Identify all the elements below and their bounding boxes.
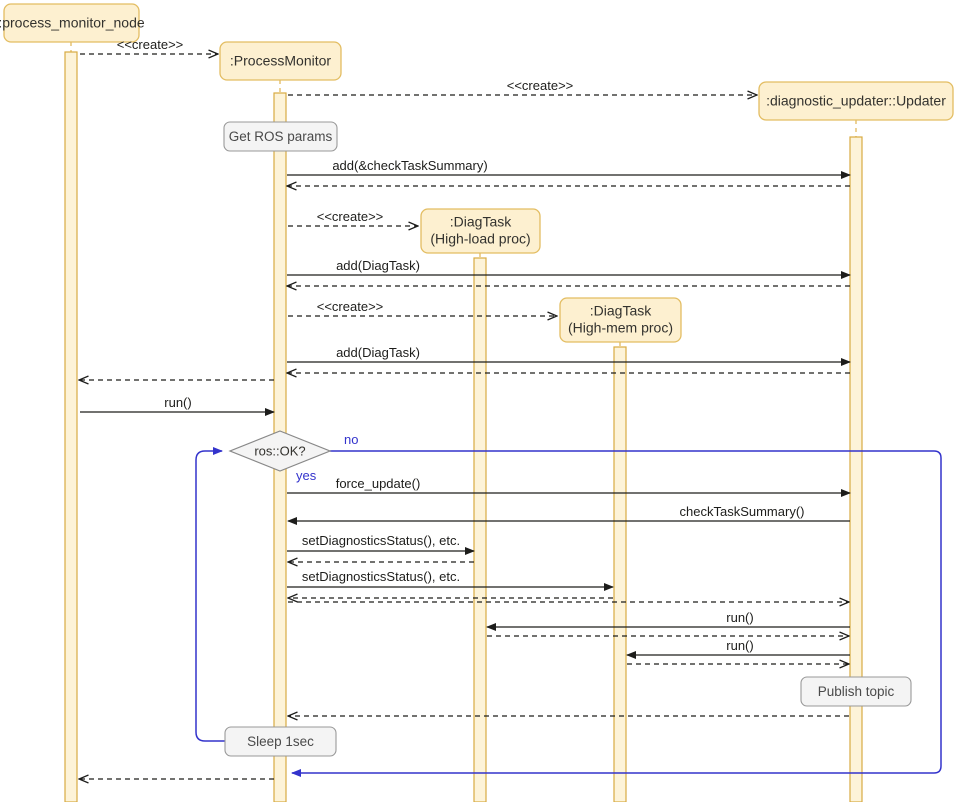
participant-label: :diagnostic_updater::Updater [766,93,946,109]
message-label: checkTaskSummary() [680,504,805,519]
message-label: <<create>> [507,78,574,93]
note-box [800,676,912,707]
message-m15: setDiagnosticsStatus(), etc. [287,533,475,555]
note-box [223,121,338,152]
activation-updater [849,136,863,802]
branch-label-no: no [344,432,358,447]
decision-node-ros-ok[interactable]: ros::OK?yes no [228,430,358,483]
activation-bars [64,51,863,802]
participant-box[interactable] [559,297,682,343]
note-label: Publish topic [818,684,895,699]
participant-label: :DiagTask [590,303,652,319]
participant-boxes: :process_monitor_node :ProcessMonitor :dia… [0,3,954,343]
participant-box[interactable] [420,208,541,254]
participant-node[interactable]: :process_monitor_node [0,3,145,43]
exit-no-path [291,450,942,777]
participant-load[interactable]: :DiagTask(High-load proc) [420,208,541,254]
message-m13: force_update() [287,476,851,497]
message-m9: add(DiagTask) [287,345,851,366]
message-m6: add(DiagTask) [287,258,851,279]
note-get-ros-params: Get ROS params [223,121,338,152]
participant-label: :ProcessMonitor [230,53,331,69]
note-sleep-1sec: Sleep 1sec [224,726,337,757]
branch-label-yes: yes [296,468,317,483]
participant-label: :process_monitor_node [0,15,145,31]
message-label: <<create>> [317,209,384,224]
participant-box[interactable] [219,41,342,81]
message-m17: setDiagnosticsStatus(), etc. [287,569,614,591]
message-label: <<create>> [317,299,384,314]
note-publish-topic: Publish topic [800,676,912,707]
message-label: add(DiagTask) [336,345,420,360]
message-m22: run() [626,638,850,659]
activation-diagtask-highload [473,257,487,802]
message-label: <<create>> [117,37,184,52]
participant-label: :DiagTask [450,214,512,230]
message-m3: add(&checkTaskSummary) [287,158,851,179]
message-m2: <<create>> [288,78,757,95]
activation-process-monitor-node [64,51,78,802]
participant-pm[interactable]: :ProcessMonitor [219,41,342,81]
message-label: add(&checkTaskSummary) [332,158,487,173]
loop-back-path [195,447,225,742]
participant-mem[interactable]: :DiagTask(High-mem proc) [559,297,682,343]
message-label: run() [726,610,753,625]
participant-label: (High-mem proc) [568,320,673,336]
message-label: add(DiagTask) [336,258,420,273]
message-m1: <<create>> [80,37,218,54]
lifelines [70,42,857,802]
participant-box[interactable] [758,81,954,121]
decision-diamond[interactable] [228,430,332,472]
message-label: setDiagnosticsStatus(), etc. [302,569,460,584]
message-m20: run() [486,610,850,631]
message-m14: checkTaskSummary() [287,504,850,525]
message-label: run() [164,395,191,410]
message-label: setDiagnosticsStatus(), etc. [302,533,460,548]
message-m12: run() [80,395,275,416]
message-m5: <<create>> [288,209,418,226]
note-label: Get ROS params [229,129,333,144]
message-label: force_update() [336,476,421,491]
message-m8: <<create>> [288,299,557,316]
participant-updater[interactable]: :diagnostic_updater::Updater [758,81,954,121]
message-label: run() [726,638,753,653]
decision-label: ros::OK? [254,443,305,458]
note-box [224,726,337,757]
participant-label: (High-load proc) [430,231,530,247]
activation-diagtask-highmem [613,346,627,802]
participant-box[interactable] [3,3,140,43]
messages: <<create>> <<create>> add(&checkTaskSummar… [79,37,851,779]
note-label: Sleep 1sec [247,734,314,749]
